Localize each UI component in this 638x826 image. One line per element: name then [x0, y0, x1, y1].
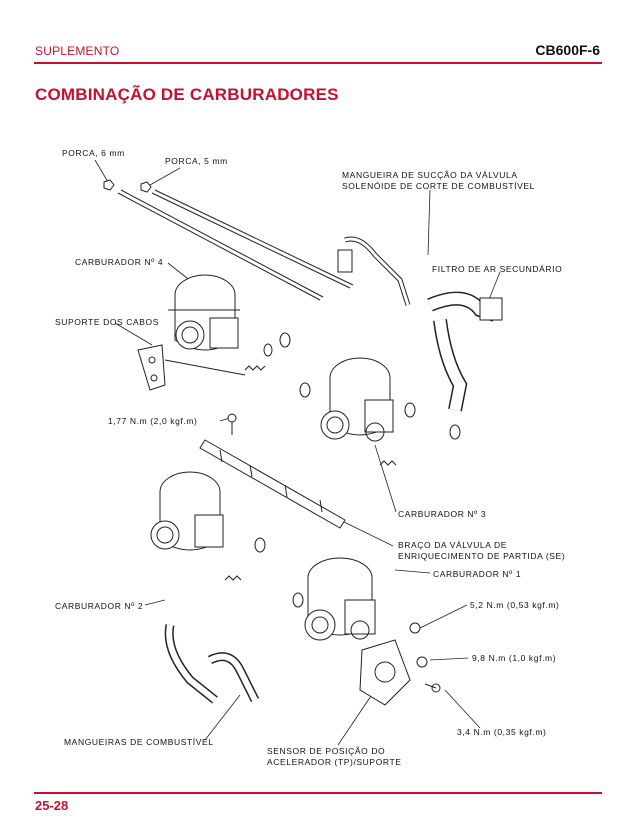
label-torque-52: 5,2 N.m (0,53 kgf.m) [470, 600, 560, 610]
label-fuel-hoses: MANGUEIRAS DE COMBUSTÍVEL [64, 737, 214, 747]
label-tp-sensor-line2: ACELERADOR (TP)/SUPORTE [267, 757, 402, 767]
vacuum-hose [337, 236, 411, 306]
label-suction-hose-line2: SOLENÓIDE DE CORTE DE COMBUSTÍVEL [342, 181, 535, 191]
label-torque-177: 1,77 N.m (2,0 kgf.m) [108, 416, 198, 426]
header-divider [34, 62, 602, 64]
leader-lines [94, 159, 501, 746]
label-torque-98: 9,8 N.m (1,0 kgf.m) [472, 653, 557, 663]
label-nut-5mm: PORCA, 5 mm [165, 156, 228, 166]
mounting-rods [103, 179, 354, 301]
label-cable-bracket: SUPORTE DOS CABOS [55, 317, 160, 327]
o-rings [254, 332, 461, 608]
carburetor-4 [164, 274, 246, 376]
springs [224, 365, 397, 581]
model-header: CB600F-6 [535, 42, 600, 58]
carburetor-3 [320, 357, 394, 442]
fuel-hoses [164, 624, 260, 704]
starter-link-arm [199, 439, 346, 529]
label-nut-6mm: PORCA, 6 mm [62, 148, 125, 158]
footer-divider [34, 792, 602, 794]
label-suction-hose-line1: MANGUEIRA DE SUCÇÃO DA VÁLVULA [342, 170, 518, 180]
section-header: SUPLEMENTO [35, 44, 120, 58]
air-filter-hose [427, 291, 503, 412]
page-title: COMBINAÇÃO DE CARBURADORES [35, 85, 339, 104]
label-air-filter: FILTRO DE AR SECUNDÁRIO [432, 264, 563, 274]
carburetor-1 [304, 557, 376, 641]
label-starter-arm-line2: ENRIQUECIMENTO DE PARTIDA (SE) [398, 551, 566, 561]
page-number: 25-28 [35, 798, 69, 813]
label-starter-arm-line1: BRAÇO DA VÁLVULA DE [398, 540, 508, 550]
tp-sensor [359, 639, 411, 706]
bolts [227, 413, 441, 693]
label-carburetor-2: CARBURADOR Nº 2 [55, 601, 144, 611]
label-carburetor-3: CARBURADOR Nº 3 [398, 509, 487, 519]
label-carburetor-1: CARBURADOR Nº 1 [433, 569, 522, 579]
label-carburetor-4: CARBURADOR Nº 4 [75, 257, 164, 267]
label-torque-34: 3,4 N.m (0,35 kgf.m) [457, 727, 547, 737]
cable-bracket [137, 344, 166, 391]
label-tp-sensor-line1: SENSOR DE POSIÇÃO DO [267, 746, 386, 756]
carburetor-2 [150, 471, 224, 551]
